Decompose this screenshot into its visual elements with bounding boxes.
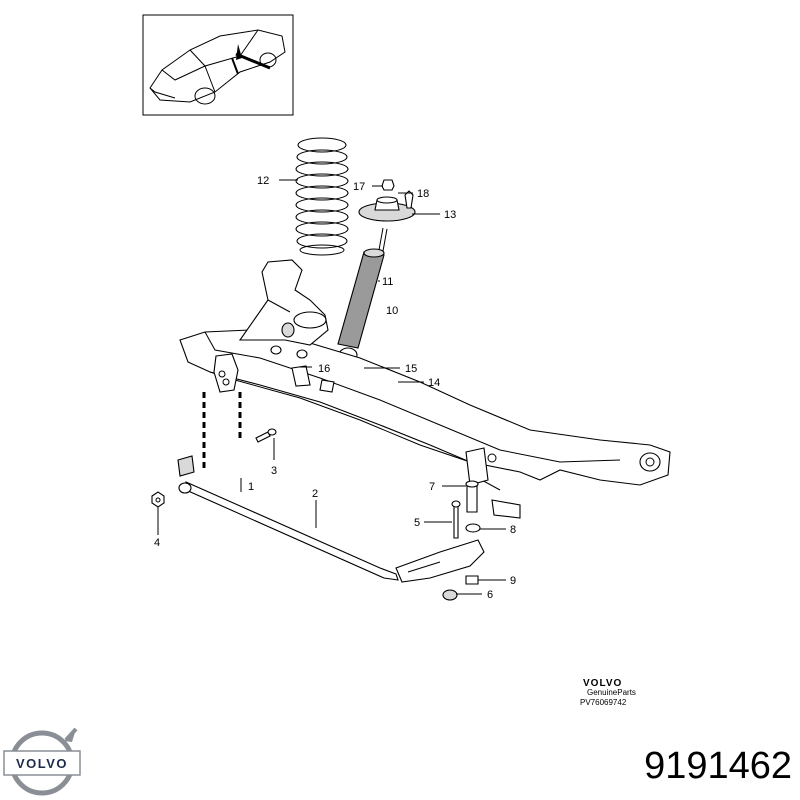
footer-genuine: GenuineParts — [587, 688, 636, 697]
leader-lines — [157, 179, 506, 595]
callout-2: 2 — [312, 488, 318, 500]
bolt-3 — [255, 428, 277, 443]
callout-8: 8 — [510, 524, 516, 536]
car-inset-thumbnail — [142, 14, 294, 116]
mounting-fasteners — [442, 480, 481, 601]
nut-4 — [151, 491, 165, 508]
callout-16: 16 — [318, 363, 330, 375]
callout-18: 18 — [417, 188, 429, 200]
callout-15: 15 — [405, 363, 417, 375]
callout-6: 6 — [487, 589, 493, 601]
footer-ref: PV76069742 — [580, 698, 627, 707]
part-number: 9191462 — [644, 745, 792, 787]
rear-subframe — [179, 259, 671, 519]
footer-brand: VOLVO — [583, 678, 622, 689]
callout-17: 17 — [353, 181, 365, 193]
callout-12: 12 — [257, 175, 269, 187]
callouts: 1 2 3 4 5 6 7 8 9 10 11 12 13 14 15 16 1… — [154, 175, 516, 601]
callout-4: 4 — [154, 537, 160, 549]
callout-10: 10 — [386, 305, 398, 317]
callout-7: 7 — [429, 481, 435, 493]
logo-wordmark: VOLVO — [16, 756, 68, 771]
callout-14: 14 — [428, 377, 440, 389]
stabilizer-bar — [177, 455, 485, 583]
callout-1: 1 — [248, 481, 254, 493]
callout-9: 9 — [510, 575, 516, 587]
dashed-links — [202, 392, 242, 470]
callout-5: 5 — [414, 517, 420, 529]
volvo-logo: VOLVO — [3, 727, 81, 796]
callout-3: 3 — [271, 465, 277, 477]
coil-spring — [295, 137, 349, 256]
genuine-parts-footer: VOLVO GenuineParts PV76069742 — [580, 678, 636, 707]
callout-11: 11 — [382, 276, 393, 288]
shock-top-mount — [358, 179, 416, 222]
shock-absorber — [337, 227, 388, 363]
bracket-bolts — [270, 322, 335, 393]
callout-13: 13 — [444, 209, 456, 221]
